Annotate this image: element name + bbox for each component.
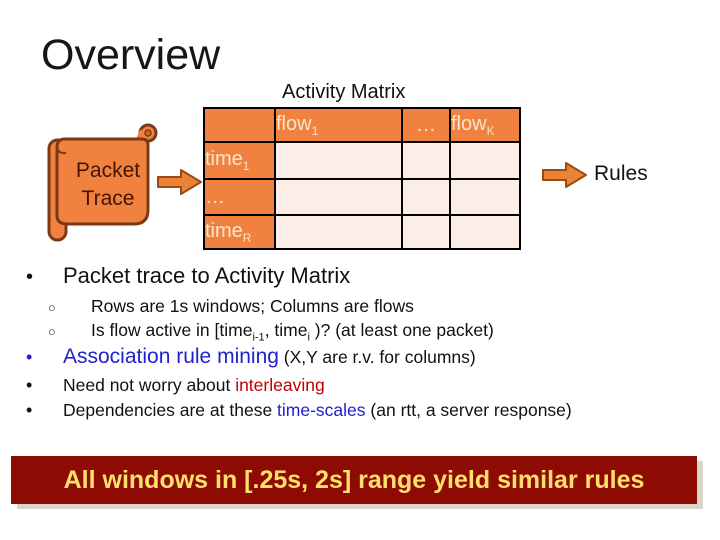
subbullet-text: Rows are 1s windows; Columns are flows <box>91 296 414 316</box>
matrix-corner-cell <box>203 107 276 143</box>
bullet-interleaving: • Need not worry about interleaving <box>26 375 325 396</box>
scroll-body <box>55 137 150 226</box>
arrow-trace-to-matrix-icon <box>157 169 202 195</box>
packet-trace-label-line2: Trace <box>82 187 135 210</box>
subbullet-marker: ○ <box>48 325 56 339</box>
matrix-cell <box>274 141 403 180</box>
rules-label: Rules <box>594 162 648 185</box>
matrix-cell <box>401 178 451 216</box>
matrix-row-header: … <box>203 178 276 216</box>
bullet-association-rule-mining: • Association rule mining (X,Y are r.v. … <box>26 345 476 369</box>
matrix-cell <box>401 214 451 250</box>
activity-matrix-label: Activity Matrix <box>282 81 406 103</box>
bullet-text: Association rule mining (X,Y are r.v. fo… <box>63 345 476 368</box>
matrix-cell <box>274 178 403 216</box>
page-title: Overview <box>41 31 221 79</box>
matrix-col-header: … <box>401 107 451 143</box>
activity-matrix-table: flow1 … flowK time1 … timeR <box>203 107 521 250</box>
banner-text: All windows in [.25s, 2s] range yield si… <box>63 465 645 494</box>
bullet-marker: • <box>26 347 33 367</box>
matrix-col-header: flow1 <box>274 107 403 143</box>
matrix-col-header: flowK <box>449 107 521 143</box>
matrix-cell <box>449 178 521 216</box>
bullet-text: Packet trace to Activity Matrix <box>63 263 351 288</box>
conclusion-banner: All windows in [.25s, 2s] range yield si… <box>11 456 697 504</box>
matrix-cell <box>449 214 521 250</box>
bullet-packet-trace: • Packet trace to Activity Matrix <box>26 263 350 289</box>
subbullet-flow-active: ○ Is flow active in [timei-1, timei )? (… <box>48 320 494 344</box>
matrix-row-header: timeR <box>203 214 276 250</box>
subbullet-text: Is flow active in [timei-1, timei )? (at… <box>91 320 494 344</box>
bullet-time-scales: • Dependencies are at these time-scales … <box>26 400 572 421</box>
matrix-cell <box>274 214 403 250</box>
bullet-text: Need not worry about interleaving <box>63 375 325 395</box>
bullet-marker: • <box>26 400 33 420</box>
arrow-matrix-to-rules-icon <box>542 162 587 188</box>
bullet-marker: • <box>26 375 33 395</box>
matrix-cell <box>401 141 451 180</box>
bullet-marker: • <box>26 266 34 288</box>
matrix-row-header: time1 <box>203 141 276 180</box>
subbullet-rows-columns: ○ Rows are 1s windows; Columns are flows <box>48 296 414 317</box>
matrix-cell <box>449 141 521 180</box>
packet-trace-scroll: Packet Trace <box>47 123 158 242</box>
bullet-text: Dependencies are at these time-scales (a… <box>63 400 572 420</box>
subbullet-marker: ○ <box>48 301 56 315</box>
packet-trace-label-line1: Packet <box>76 159 140 182</box>
